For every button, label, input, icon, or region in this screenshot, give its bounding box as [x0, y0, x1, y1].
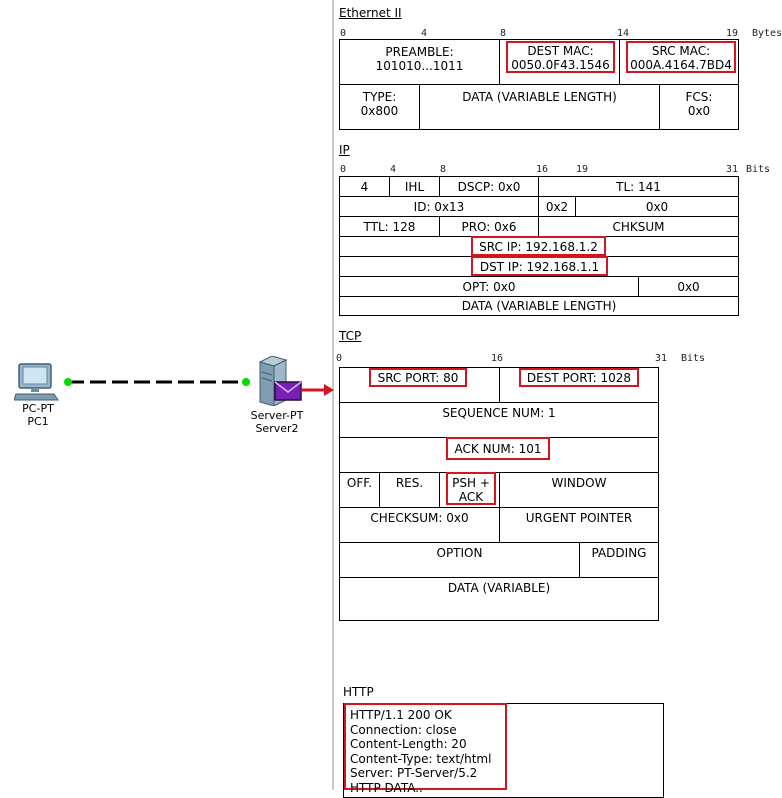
- tcp-ack-highlight: ACK NUM: 101: [446, 437, 550, 460]
- eth-preamble-cell: PREAMBLE: 101010...1011: [339, 39, 500, 85]
- ip-dscp-cell: DSCP: 0x0: [439, 176, 539, 197]
- eth-ruler-8: 8: [500, 28, 507, 39]
- tcp-dest-port-highlight: DEST PORT: 1028: [519, 368, 639, 387]
- ip-opt-cell: OPT: 0x0: [339, 276, 639, 297]
- server-type-label: Server-PT: [250, 409, 304, 422]
- ip-data-cell: DATA (VARIABLE LENGTH): [339, 296, 739, 316]
- ethernet-title: Ethernet II: [339, 6, 402, 20]
- eth-src-mac-highlight: SRC MAC: 000A.4164.7BD4: [626, 41, 736, 73]
- eth-src-mac-cell: [619, 39, 739, 85]
- ip-version-cell: 4: [339, 176, 390, 197]
- http-line-6: HTTP DATA..: [350, 780, 423, 795]
- link-port-dot-server: [242, 378, 250, 386]
- pc-icon: [13, 363, 59, 401]
- tcp-urgent-cell: URGENT POINTER: [499, 507, 659, 543]
- pc-label: PC-PT PC1: [8, 402, 68, 428]
- eth-data-cell: DATA (VARIABLE LENGTH): [419, 84, 660, 130]
- ip-title: IP: [339, 143, 350, 157]
- eth-preamble-value: 101010...1011: [375, 59, 464, 73]
- eth-ruler-0: 0: [340, 28, 347, 39]
- tcp-flags-line2: ACK: [458, 490, 484, 504]
- eth-preamble-label: PREAMBLE:: [385, 45, 454, 59]
- eth-src-mac-value: 000A.4164.7BD4: [630, 58, 732, 72]
- tcp-res-cell: RES.: [379, 472, 440, 508]
- ip-flags-cell: 0x2: [538, 196, 576, 217]
- ip-ruler-16: 16: [536, 164, 549, 175]
- tcp-src-port-highlight: SRC PORT: 80: [369, 368, 467, 387]
- network-link[interactable]: [60, 374, 256, 390]
- pdu-envelope[interactable]: [274, 381, 302, 401]
- http-line-3: Content-Length: 20: [350, 737, 467, 751]
- ip-ruler-0: 0: [340, 164, 347, 175]
- eth-fcs-cell: FCS: 0x0: [659, 84, 739, 130]
- panel-divider: [332, 0, 334, 790]
- tcp-flags-highlight: PSH + ACK: [446, 472, 496, 505]
- pc-name-label: PC1: [27, 415, 49, 428]
- server-label: Server-PT Server2: [242, 409, 312, 435]
- eth-ruler-14: 14: [617, 28, 630, 39]
- pc-device[interactable]: [13, 362, 60, 402]
- eth-ruler-unit: Bytes: [752, 28, 782, 39]
- ip-chksum-cell: CHKSUM: [538, 216, 739, 237]
- tcp-option-cell: OPTION: [339, 542, 580, 578]
- ip-opt-pad-cell: 0x0: [638, 276, 739, 297]
- http-line-1: HTTP/1.1 200 OK: [350, 708, 452, 722]
- eth-dest-mac-label: DEST MAC:: [527, 44, 594, 58]
- http-line-2: Connection: close: [350, 722, 457, 737]
- eth-type-cell: TYPE: 0x800: [339, 84, 420, 130]
- tcp-window-cell: WINDOW: [499, 472, 659, 508]
- tcp-ruler-31: 31: [655, 353, 668, 364]
- http-box: [343, 703, 664, 798]
- ip-ttl-cell: TTL: 128: [339, 216, 440, 237]
- eth-fcs-value: 0x0: [687, 104, 711, 118]
- tcp-flags-line1: PSH +: [452, 476, 490, 490]
- eth-type-label: TYPE:: [362, 90, 397, 104]
- tcp-ruler-unit: Bits: [681, 353, 706, 364]
- ip-ruler-4: 4: [390, 164, 397, 175]
- tcp-title: TCP: [339, 329, 362, 343]
- ip-ruler-31: 31: [726, 164, 739, 175]
- pc-type-label: PC-PT: [22, 402, 54, 415]
- eth-ruler-19: 19: [726, 28, 739, 39]
- http-title: HTTP: [343, 685, 374, 699]
- tcp-checksum-cell: CHECKSUM: 0x0: [339, 507, 500, 543]
- ip-frag-cell: 0x0: [575, 196, 739, 217]
- eth-type-value: 0x800: [360, 104, 399, 118]
- tcp-off-cell: OFF.: [339, 472, 380, 508]
- http-line-4: Content-Type: text/html: [350, 751, 492, 766]
- tcp-ruler-16: 16: [491, 353, 504, 364]
- eth-fcs-label: FCS:: [685, 90, 713, 104]
- eth-ruler-4: 4: [421, 28, 428, 39]
- ip-dst-ip-highlight: DST IP: 192.168.1.1: [471, 256, 608, 276]
- envelope-icon: [274, 381, 302, 401]
- tcp-seq-cell: SEQUENCE NUM: 1: [339, 402, 659, 438]
- ip-src-ip-highlight: SRC IP: 192.168.1.2: [471, 236, 606, 256]
- pdu-direction-arrow: [302, 384, 334, 396]
- ip-id-cell: ID: 0x13: [339, 196, 539, 217]
- eth-data-label: DATA (VARIABLE LENGTH): [462, 90, 617, 104]
- http-content-highlight: HTTP/1.1 200 OK Connection: close Conten…: [344, 703, 507, 795]
- tcp-ruler-0: 0: [336, 353, 343, 364]
- tcp-padding-cell: PADDING: [579, 542, 659, 578]
- link-port-dot-pc: [64, 378, 72, 386]
- tcp-flags-cell: [439, 472, 500, 508]
- ip-ruler-19: 19: [576, 164, 589, 175]
- ip-tl-cell: TL: 141: [538, 176, 739, 197]
- http-line-5: Server: PT-Server/5.2: [350, 766, 478, 780]
- ip-ihl-cell: IHL: [389, 176, 440, 197]
- server-name-label: Server2: [255, 422, 299, 435]
- eth-src-mac-label: SRC MAC:: [651, 44, 711, 58]
- ip-ruler-8: 8: [440, 164, 447, 175]
- tcp-data-cell: DATA (VARIABLE): [339, 577, 659, 621]
- eth-dest-mac-value: 0050.0F43.1546: [511, 58, 610, 72]
- eth-dest-mac-highlight: DEST MAC: 0050.0F43.1546: [506, 41, 615, 73]
- ip-ruler-unit: Bits: [746, 164, 771, 175]
- ip-pro-cell: PRO: 0x6: [439, 216, 539, 237]
